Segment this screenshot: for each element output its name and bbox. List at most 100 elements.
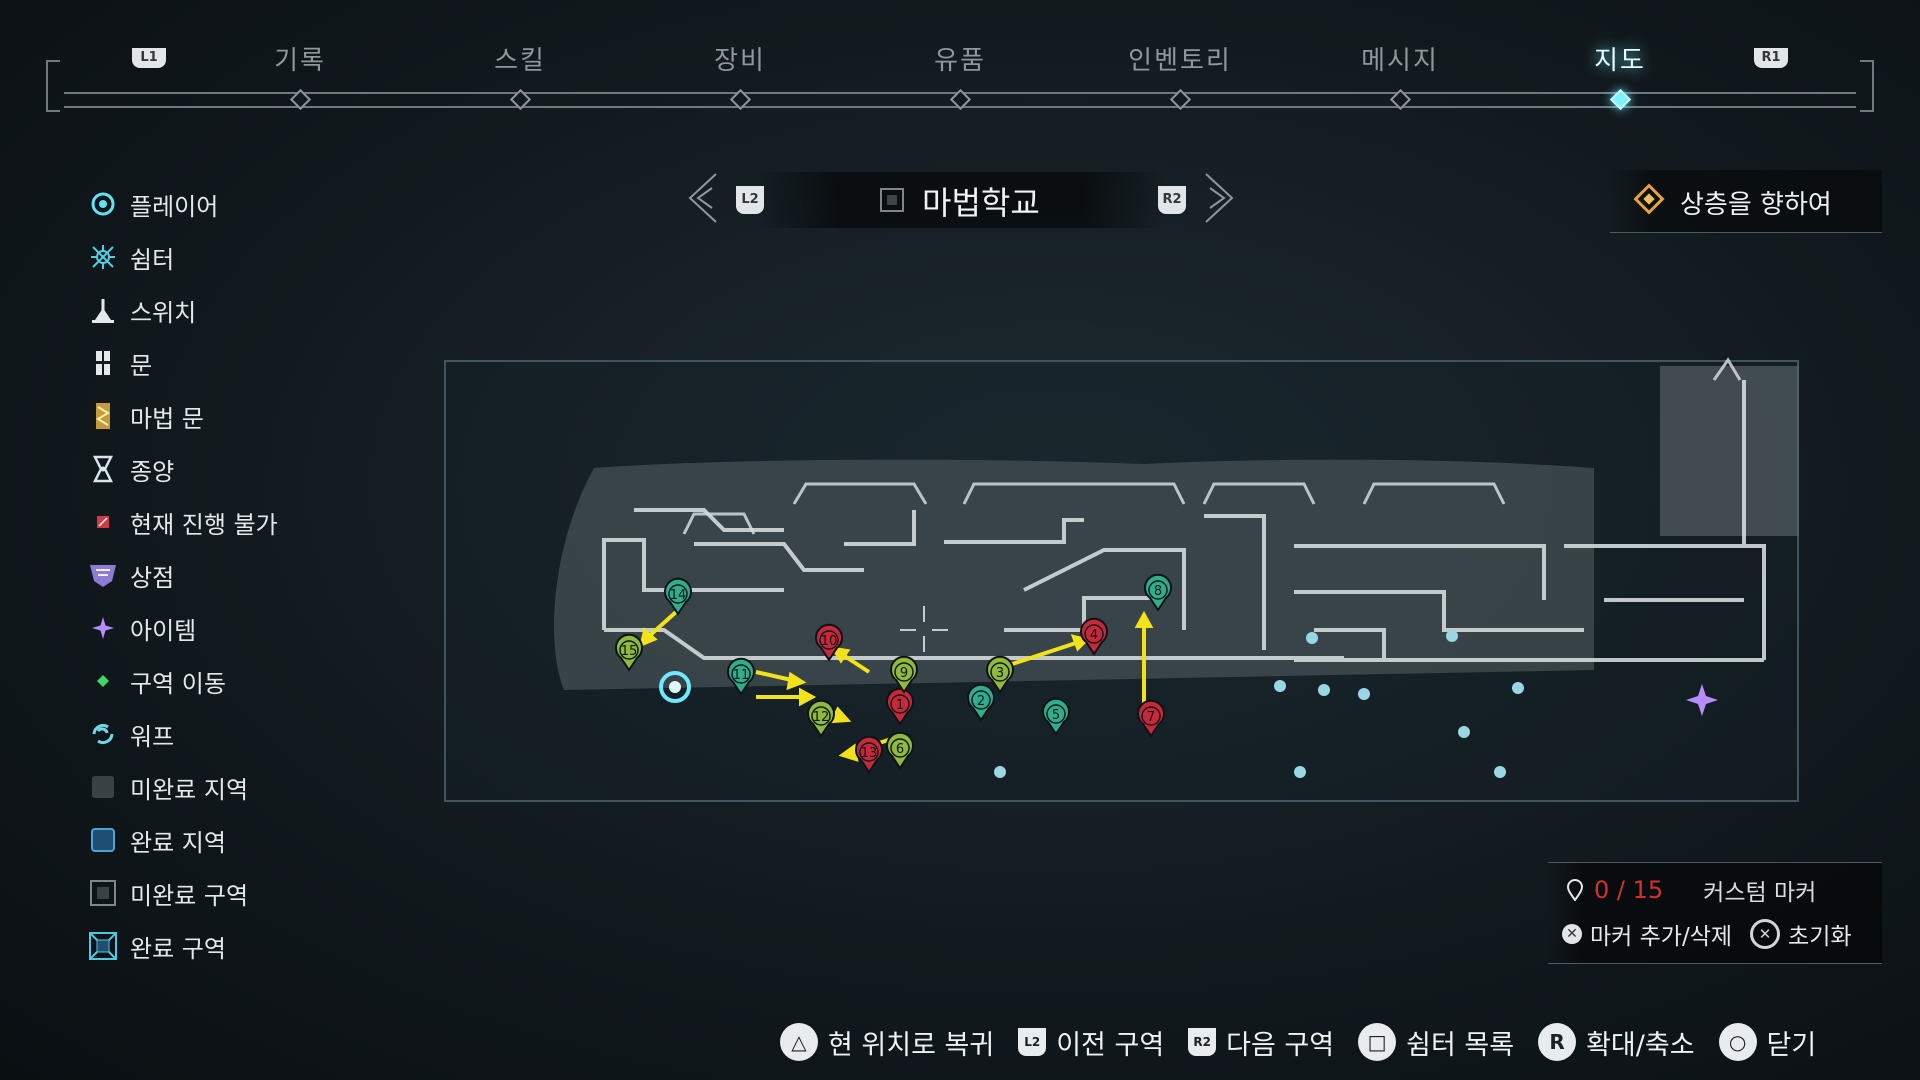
custom-marker-5[interactable]: 5	[1042, 697, 1070, 736]
custom-marker-6[interactable]: 6	[886, 731, 914, 770]
legend-label: 현재 진행 불가	[130, 510, 278, 539]
area-header-background	[756, 172, 1166, 228]
custom-marker-14[interactable]: 14	[664, 577, 692, 616]
custom-marker-4[interactable]: 4	[1080, 617, 1108, 656]
r2-button-icon: R2	[1188, 1028, 1217, 1056]
item-icon	[1686, 684, 1718, 716]
legend-switch: 스위치	[88, 292, 388, 328]
marker-number: 8	[1154, 584, 1162, 599]
incomplete-area-icon	[880, 188, 904, 212]
legend-shelter: 쉼터	[88, 239, 388, 275]
legend-label: 플레이어	[130, 192, 219, 221]
legend-incomplete-region: 미완료 지역	[88, 769, 388, 805]
complete-region-icon	[88, 825, 118, 855]
close-button[interactable]: ○ 닫기	[1718, 1023, 1817, 1062]
custom-marker-13[interactable]: 13	[855, 735, 883, 774]
item-icon	[88, 613, 118, 643]
objective-diamond-icon	[1633, 183, 1665, 215]
reset-markers-label[interactable]: 초기화	[1788, 924, 1852, 950]
marker-number: 2	[977, 694, 985, 709]
previous-area-button[interactable]: L2 이전 구역	[1018, 1023, 1164, 1062]
warp-icon	[1274, 680, 1286, 692]
marker-number: 7	[1147, 710, 1155, 725]
tab-messages[interactable]: 메시지	[1320, 40, 1480, 111]
marker-ring	[668, 584, 688, 604]
custom-marker-3[interactable]: 3	[986, 655, 1014, 694]
custom-marker-9[interactable]: 9	[890, 655, 918, 694]
route-arrow-14-15	[645, 610, 678, 640]
tab-label: 지도	[1594, 46, 1646, 76]
control-label: 닫기	[1766, 1029, 1817, 1061]
marker-ring	[859, 742, 879, 762]
l1-button[interactable]: L1	[132, 48, 166, 68]
custom-marker-7[interactable]: 7	[1137, 699, 1165, 738]
complete-area-icon	[88, 931, 118, 961]
custom-marker-11[interactable]: 11	[727, 657, 755, 696]
pin-icon	[1566, 879, 1584, 901]
legend-label: 미완료 구역	[130, 881, 249, 910]
objective-label: 상층을 향하여	[1680, 190, 1832, 220]
legend-door: 문	[88, 345, 388, 381]
marker-number: 14	[670, 588, 687, 603]
custom-marker-15[interactable]: 15	[615, 633, 643, 672]
tab-map[interactable]: 지도	[1540, 40, 1700, 111]
tab-label: 메시지	[1361, 46, 1439, 76]
shelter-list-button[interactable]: □ 쉼터 목록	[1358, 1023, 1514, 1062]
warp-icon	[1318, 684, 1330, 696]
tab-inventory[interactable]: 인벤토리	[1100, 40, 1260, 111]
custom-marker-8[interactable]: 8	[1144, 573, 1172, 612]
legend-player: 플레이어	[88, 186, 388, 222]
warp-icon	[994, 766, 1006, 778]
control-label: 이전 구역	[1056, 1029, 1165, 1061]
control-label: 현 위치로 복귀	[828, 1029, 995, 1061]
legend-warp: 워프	[88, 716, 388, 752]
marker-number: 1	[896, 698, 904, 713]
rail-right-cap	[1860, 60, 1874, 112]
next-area-arrow-icon[interactable]	[1204, 172, 1236, 224]
marker-ring	[819, 630, 839, 650]
rail-left-cap	[46, 60, 60, 112]
custom-marker-count: 0 / 15	[1594, 876, 1664, 904]
tab-equipment[interactable]: 장비	[660, 40, 820, 111]
marker-number: 12	[813, 710, 830, 725]
route-arrow-3-4	[999, 640, 1080, 670]
door-icon	[88, 348, 118, 378]
return-to-position-button[interactable]: △ 현 위치로 복귀	[780, 1023, 994, 1062]
legend-magic-door: 마법 문	[88, 398, 388, 434]
l2-button[interactable]: L2	[736, 186, 764, 214]
warp-icon	[1446, 630, 1458, 642]
custom-marker-10[interactable]: 10	[815, 623, 843, 662]
legend-label: 완료 지역	[130, 828, 226, 857]
tab-relics[interactable]: 유품	[880, 40, 1040, 111]
legend-label: 마법 문	[130, 404, 204, 433]
explored-region	[554, 459, 1594, 690]
custom-marker-panel: 0 / 15 커스텀 마커 ✕ 마커 추가/삭제 ✕ 초기화	[1548, 862, 1882, 964]
marker-number: 13	[861, 746, 878, 761]
cross-circle-button-icon[interactable]: ✕	[1750, 919, 1781, 949]
zoom-button[interactable]: R 확대/축소	[1538, 1023, 1695, 1062]
tab-records[interactable]: 기록	[220, 40, 380, 111]
marker-ring	[1141, 706, 1161, 726]
r1-button[interactable]: R1	[1754, 48, 1788, 68]
prev-area-arrow-icon[interactable]	[686, 172, 718, 224]
warp-icon	[88, 719, 118, 749]
marker-number: 9	[900, 666, 908, 681]
marker-number: 5	[1052, 708, 1060, 723]
custom-marker-1[interactable]: 1	[886, 687, 914, 726]
tab-skills[interactable]: 스킬	[440, 40, 600, 111]
custom-marker-12[interactable]: 12	[807, 699, 835, 738]
tab-label: 장비	[714, 46, 766, 76]
next-area-button[interactable]: R2 다음 구역	[1188, 1023, 1334, 1062]
legend-label: 상점	[130, 563, 175, 592]
r2-button[interactable]: R2	[1158, 186, 1186, 214]
cross-button-icon[interactable]: ✕	[1562, 924, 1582, 944]
custom-marker-title: 커스텀 마커	[1703, 880, 1817, 906]
legend-label: 구역 이동	[130, 669, 226, 698]
add-remove-marker-label[interactable]: 마커 추가/삭제	[1590, 924, 1733, 950]
custom-marker-header: 0 / 15 커스텀 마커	[1566, 873, 1816, 907]
tab-label: 스킬	[494, 46, 546, 76]
map-cursor	[900, 606, 948, 652]
custom-marker-2[interactable]: 2	[967, 683, 995, 722]
